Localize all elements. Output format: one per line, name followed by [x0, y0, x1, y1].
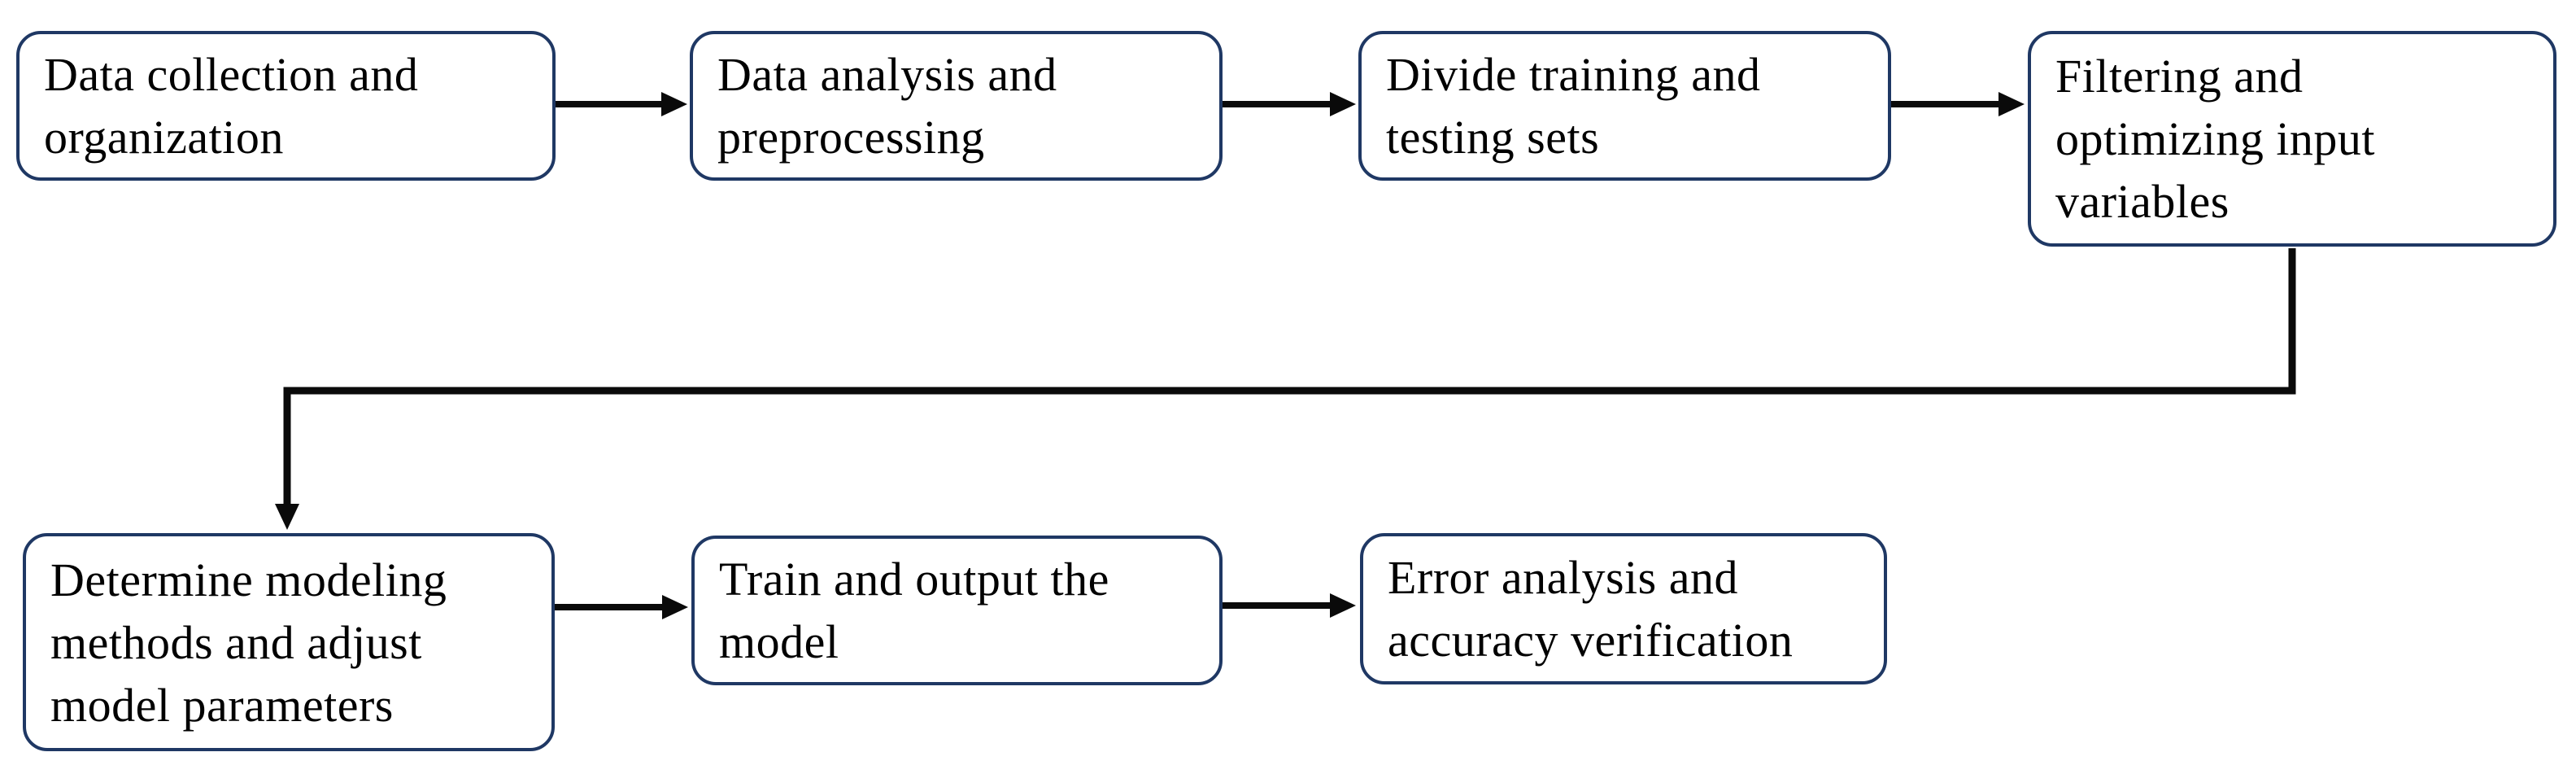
arrowhead-right-icon [662, 595, 688, 619]
edge-arrow-n5-n6 [555, 595, 688, 619]
flow-node-error-analysis-and-accuracy-verification: Error analysis and accuracy verification [1360, 533, 1887, 684]
flow-node-data-collection-and-organization: Data collection and organization [16, 31, 556, 181]
edge-arrow-n2-n3 [1223, 92, 1356, 116]
flow-node-determine-modeling-methods-and-adjust-model-parameters: Determine modeling methods and adjust mo… [23, 533, 555, 751]
edge-arrow-n1-n2 [556, 92, 687, 116]
flow-node-divide-training-and-testing-sets: Divide training and testing sets [1358, 31, 1891, 181]
elbow-arrow-shaft [283, 248, 2296, 505]
flow-node-filtering-and-optimizing-input-variables: Filtering and optimizing input variables [2028, 31, 2556, 247]
edge-arrow-n3-n4 [1891, 92, 2025, 116]
flow-node-label: Determine modeling methods and adjust mo… [50, 553, 447, 732]
edge-elbow-arrow-n4-n5 [275, 248, 2296, 530]
edge-arrow-n6-n7 [1223, 593, 1356, 618]
arrowhead-right-icon [1330, 593, 1356, 618]
flow-node-data-analysis-and-preprocessing: Data analysis and preprocessing [690, 31, 1223, 181]
flow-node-train-and-output-the-model: Train and output the model [691, 536, 1223, 685]
flow-node-label: Data analysis and preprocessing [717, 48, 1057, 164]
flow-node-label: Filtering and optimizing input variables [2055, 50, 2376, 228]
arrowhead-right-icon [1998, 92, 2025, 116]
arrowhead-down-icon [275, 504, 299, 530]
arrowhead-right-icon [661, 92, 687, 116]
flow-node-label: Data collection and organization [44, 48, 419, 164]
flow-node-label: Divide training and testing sets [1386, 48, 1761, 164]
flow-node-label: Error analysis and accuracy verification [1388, 551, 1794, 667]
flow-node-label: Train and output the model [719, 553, 1109, 668]
arrowhead-right-icon [1330, 92, 1356, 116]
